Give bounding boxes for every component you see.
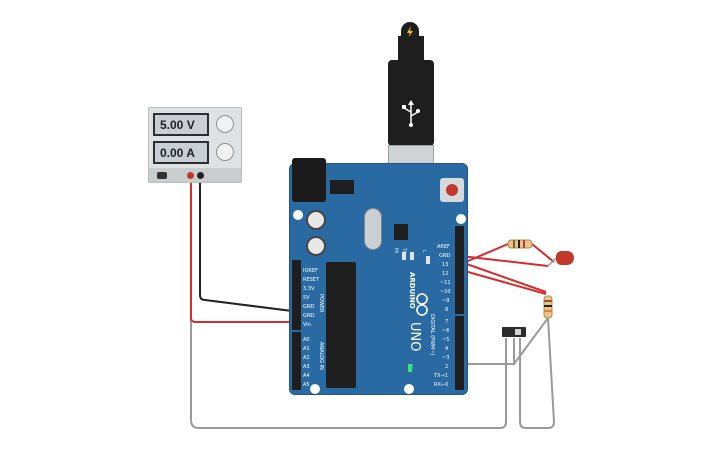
red-wire-gnd-led[interactable] — [460, 255, 549, 267]
led-lead — [547, 257, 557, 267]
rx-label: RX — [394, 248, 399, 254]
pin-label: A0 — [303, 337, 310, 343]
infinity-logo-icon — [416, 293, 428, 316]
power-label: POWER — [318, 294, 324, 313]
pin-label: 4 — [445, 346, 449, 352]
usb-icon — [402, 100, 420, 127]
gray-wire-psu-to-switch[interactable] — [190, 176, 507, 429]
resistor-2[interactable] — [543, 295, 553, 319]
analog-label: ANALOG IN — [318, 342, 324, 370]
pin-label: IOREF — [303, 268, 318, 274]
pin-label: ~10 — [440, 289, 451, 295]
red-wire-pin13-resistor2[interactable] — [460, 261, 547, 293]
slide-switch[interactable] — [502, 327, 526, 337]
pin-label: RX←0 — [434, 382, 449, 388]
pin-label: 2 — [445, 364, 449, 370]
power-header[interactable] — [292, 260, 301, 330]
pin-label: 5V — [303, 295, 310, 301]
pin-label: ~11 — [440, 280, 451, 286]
power-supply[interactable]: 5.00 V 0.00 A — [148, 107, 242, 183]
usb-chip — [394, 224, 408, 240]
pin-label: TX→1 — [434, 373, 448, 379]
pin-label: AREF — [437, 244, 450, 250]
pin-label: GND — [303, 313, 315, 319]
pin-label: 12 — [442, 271, 449, 277]
gray-wire-switch-to-resistor[interactable] — [519, 317, 556, 429]
rx-led — [410, 252, 414, 260]
pin-label: ~3 — [442, 355, 450, 361]
digital-header-bottom[interactable] — [455, 316, 464, 390]
pin-label: A3 — [303, 364, 310, 370]
pin-label: 8 — [445, 307, 449, 313]
reset-button[interactable] — [440, 178, 464, 202]
pin-label: ~9 — [442, 298, 450, 304]
red-wire-pin13-resistor[interactable] — [460, 243, 509, 265]
digital-header-top[interactable] — [455, 226, 464, 314]
pin-label: GND — [439, 253, 451, 259]
capacitor — [306, 236, 326, 256]
analog-header[interactable] — [292, 332, 301, 390]
capacitor — [306, 210, 326, 230]
pin-label: 3.3V — [303, 286, 315, 292]
psu-negative-terminal[interactable] — [197, 172, 204, 179]
black-wire-gnd[interactable] — [199, 176, 301, 313]
pin-label: A4 — [303, 373, 310, 379]
mount-hole — [456, 214, 466, 224]
tx-led — [402, 252, 406, 260]
gray-wire-resistor-to-switch[interactable] — [513, 317, 549, 365]
pin-label: A2 — [303, 355, 310, 361]
arduino-uno-board[interactable]: IOREF RESET 3.3V 5V GND GND Vin A0 A1 A2… — [289, 158, 468, 395]
voltage-display: 5.00 V — [153, 113, 209, 136]
pin-label: RESET — [303, 277, 320, 283]
pin-label: A1 — [303, 346, 310, 352]
pin-label: 13 — [442, 262, 449, 268]
current-knob[interactable] — [216, 143, 234, 161]
lightning-icon — [407, 26, 413, 38]
atmega-chip — [326, 262, 356, 388]
l-led — [426, 256, 430, 264]
voltage-knob[interactable] — [216, 115, 234, 133]
resistor-1[interactable] — [507, 239, 533, 249]
mount-hole — [293, 210, 303, 220]
pin-label: Vin — [303, 322, 311, 328]
pin-label: 7 — [445, 319, 449, 325]
digital-label: DIGITAL (PWM~) — [429, 314, 435, 356]
red-wire-resistor-led[interactable] — [531, 243, 555, 263]
led-red[interactable] — [556, 251, 574, 265]
pin-label: A5 — [303, 382, 310, 388]
red-wire-pin12-resistor[interactable] — [460, 269, 547, 295]
model-text: UNO — [407, 322, 422, 352]
pin-label: GND — [303, 304, 315, 310]
mount-hole — [310, 384, 320, 394]
voltage-regulator — [330, 180, 354, 194]
red-wire-vin[interactable] — [190, 176, 300, 323]
mount-hole — [404, 384, 414, 394]
dc-barrel-jack — [292, 158, 326, 202]
pin-label: ~6 — [442, 328, 450, 334]
slide-switch-knob[interactable] — [515, 329, 521, 335]
psu-positive-terminal[interactable] — [187, 172, 194, 179]
psu-bottom-panel — [149, 168, 241, 182]
usb-plug[interactable] — [388, 60, 434, 146]
on-led — [408, 364, 412, 372]
psu-power-switch[interactable] — [157, 172, 167, 179]
current-display: 0.00 A — [153, 141, 209, 164]
pin-label: ~5 — [442, 337, 450, 343]
l-label: L — [422, 250, 427, 253]
crystal-oscillator — [364, 208, 382, 250]
